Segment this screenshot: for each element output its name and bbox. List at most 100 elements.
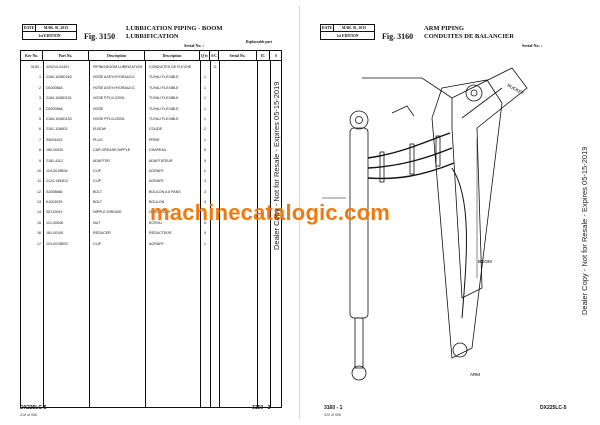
- key-number: 9: [39, 158, 41, 163]
- label-bucket: BUCKET: [507, 83, 526, 97]
- quantity: 1: [204, 116, 206, 121]
- arm-outline: [431, 79, 503, 359]
- table-row: 16 181-00100 REDUCER REDUCTEUR 5: [21, 228, 281, 238]
- part-number: 124-0019B03: [46, 241, 68, 246]
- key-number: 4: [39, 106, 41, 111]
- description-fr: BOULON: [149, 200, 165, 205]
- description-en: HOSE ASSY;HYDRAULIC: [93, 75, 136, 80]
- key-number: 5: [39, 116, 41, 121]
- figure-title-en: ARM PIPING: [424, 25, 464, 32]
- part-number: 2124-1353D3: [46, 179, 68, 184]
- part-number: D5200566: [46, 106, 63, 111]
- part-number: 2184-1045D101: [46, 96, 72, 101]
- header-ic: IC: [257, 51, 270, 61]
- figure-title-en: LUBRICATION PIPING - BOOM: [126, 25, 223, 32]
- key-number: 8: [39, 148, 41, 153]
- figure-heading: Fig. 3150: [84, 26, 115, 44]
- header-s: S: [274, 54, 278, 58]
- part-number: D5200564: [46, 85, 63, 90]
- column-divider: [210, 61, 211, 407]
- description-en: HOSE: [93, 106, 104, 111]
- hose-clamp: [409, 143, 415, 175]
- boom-outline: [451, 67, 528, 299]
- part-number: 180-00020: [46, 148, 64, 153]
- quantity: 5: [204, 148, 206, 153]
- quantity: 1: [204, 75, 206, 80]
- part-number: 2181-4112: [46, 158, 63, 163]
- key-number: 17: [37, 241, 41, 246]
- part-number: 2184-1045D163: [46, 75, 72, 80]
- key-number: 7: [39, 137, 41, 142]
- description-fr: GRAISSEUR: [149, 210, 171, 215]
- description-en: HOSE ASSY;HYDRAULIC: [93, 85, 136, 90]
- key-number: 2: [39, 85, 41, 90]
- description-fr: ECROU: [149, 220, 162, 225]
- date-box: DATE MAR. 01, 2015 1st EDITION: [22, 24, 77, 40]
- hose-upper: [367, 132, 451, 159]
- dealer-notice-right: Dealer Copy - Not for Resale - Expires 0…: [580, 146, 589, 315]
- arm-pin-top-inner: [470, 89, 478, 97]
- quantity: 5: [204, 231, 206, 236]
- arm-pin-top: [465, 84, 483, 102]
- date-value: MAR. 01, 2015: [341, 26, 367, 30]
- quantity: 5: [204, 158, 206, 163]
- description-en: CLIP: [93, 168, 101, 173]
- description-en: ELBOW: [93, 127, 106, 132]
- watermark-text: machinecatalogic.com: [150, 200, 390, 225]
- label-arm: ARM: [470, 372, 480, 377]
- hose-middle: [367, 147, 453, 169]
- description-fr: COUDE: [149, 127, 162, 132]
- part-number: 121-00006: [46, 220, 64, 225]
- description-en: NUT: [93, 220, 101, 225]
- hose-clamp: [435, 135, 441, 167]
- header-serial: Serial No.: [219, 51, 257, 61]
- key-number: 1: [39, 75, 41, 80]
- description-fr: REDUCTEUR: [149, 231, 172, 236]
- description-en: CLIP: [93, 241, 101, 246]
- header-qty: Q'ty: [200, 51, 210, 61]
- part-number: 181-00100: [46, 231, 64, 236]
- description-en: CLIP: [93, 179, 101, 184]
- edition: 1st EDITION: [336, 33, 359, 38]
- description-fr: TUYAU FLEXIBLE: [149, 116, 179, 121]
- part-number: 124-0019B04: [46, 168, 68, 173]
- description-fr: CONDUITES DE FLECHE: [149, 65, 192, 69]
- description-en: HOSE PF1/4-2200L: [93, 96, 125, 101]
- table-header: Key No. Part No. Description Description…: [21, 51, 281, 61]
- cylinder-eye-top-inner: [355, 116, 363, 124]
- dealer-notice-left: Dealer Copy - Not for Resale - Expires 0…: [272, 81, 281, 250]
- header-key: Key No.: [21, 51, 43, 61]
- column-divider: [219, 61, 220, 407]
- key-number: 16: [37, 231, 41, 236]
- key-number: 14: [37, 210, 41, 215]
- sc-flag: O: [213, 65, 217, 69]
- description-fr: AGRAFE: [149, 179, 164, 184]
- serial-label: Serial No. :: [522, 43, 543, 48]
- date-value: MAR. 01, 2015: [43, 26, 69, 30]
- replaceable-part-label: Replaceable part: [245, 40, 273, 44]
- description-en: REDUCER: [93, 231, 111, 236]
- column-divider: [145, 61, 146, 407]
- cylinder-eye-top: [349, 110, 369, 130]
- description-fr: TUYAU FLEXIBLE: [149, 96, 179, 101]
- description-fr: TUYAU FLEXIBLE: [149, 106, 179, 111]
- description-en: BOLT: [93, 189, 103, 194]
- column-divider: [270, 61, 271, 407]
- quantity: -: [204, 65, 206, 69]
- label-boom: BOOM: [478, 259, 492, 264]
- description-fr: PRISE: [149, 137, 160, 142]
